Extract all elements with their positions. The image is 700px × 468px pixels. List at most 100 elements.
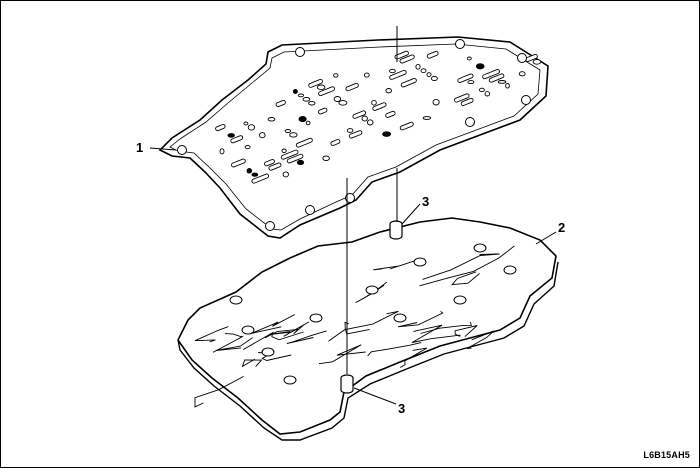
plate-bolt-hole (465, 117, 475, 127)
valve-body-bore (393, 313, 407, 323)
plate-slot (385, 110, 396, 118)
plate-hole (466, 56, 472, 61)
plate-hole (382, 131, 392, 137)
plate-slot (352, 110, 367, 119)
plate-hole (297, 93, 305, 98)
plate-hole (259, 132, 266, 139)
figure-code: L6B15AH5 (643, 450, 690, 460)
plate-hole (371, 99, 377, 106)
plate-hole (289, 132, 298, 138)
plate-slot (215, 124, 226, 132)
plate-hole (292, 89, 298, 94)
plate-slot (488, 73, 505, 83)
plate-hole (246, 168, 253, 174)
callout-3-upper: 3 (422, 194, 429, 209)
valve-body-channel (264, 325, 304, 339)
valve-body-channel (367, 342, 422, 357)
plate-hole (363, 72, 370, 78)
plate-hole (243, 121, 249, 126)
plate-slot (394, 50, 409, 60)
valve-body-bore (453, 295, 467, 305)
plate-hole (426, 72, 432, 77)
callout-1: 1 (136, 140, 143, 155)
plate-slot (457, 73, 474, 83)
separator-plate (158, 36, 549, 239)
plate-slot (372, 102, 387, 111)
plate-hole (282, 171, 289, 178)
plate-slot (318, 86, 335, 97)
valve-body-channel (419, 245, 515, 287)
valve-body-channel (373, 260, 415, 271)
plate-slot (345, 82, 359, 92)
check-ball-upper (389, 220, 403, 240)
plate-bolt-hole (455, 39, 465, 49)
plate-hole (227, 133, 235, 138)
plate-hole (366, 119, 374, 126)
plate-hole (267, 117, 276, 122)
valve-body-bore (503, 265, 517, 275)
valve-body-channel (269, 321, 310, 337)
plate-hole (338, 100, 348, 106)
valve-body-channel (411, 324, 461, 343)
valve-body-channel (454, 325, 478, 337)
plate-hole (333, 96, 342, 102)
valve-body-lower-edge (177, 261, 559, 441)
plate-hole (415, 63, 421, 70)
plate-hole (467, 80, 475, 85)
plate-holes (177, 39, 542, 231)
valve-body-bore (365, 285, 379, 295)
plate-bolt-hole (265, 221, 275, 231)
plate-hole (305, 120, 311, 126)
plate-slot (348, 130, 363, 139)
plate-slot (399, 121, 414, 131)
callout-2: 2 (558, 220, 565, 235)
plate-hole (475, 63, 485, 70)
plate-hole (316, 84, 326, 91)
valve-body-channel (215, 337, 253, 351)
plate-hole (484, 91, 491, 97)
valve-body-channel (251, 314, 296, 334)
plate-hole (302, 96, 311, 102)
plate-hole (430, 75, 438, 82)
valve-body-bore (413, 257, 427, 267)
plate-bolt-hole (177, 145, 187, 155)
plate-slot (389, 69, 407, 80)
valve-body-channel (466, 330, 495, 349)
valve-body-channel (286, 330, 327, 344)
valve-body-bore (309, 313, 323, 323)
plate-hole (505, 83, 510, 89)
plate-hole (420, 68, 427, 74)
plate-hole (281, 148, 287, 154)
plate-hole (385, 88, 392, 94)
plate-hole (389, 68, 396, 74)
plate-slot (264, 159, 275, 167)
plate-hole (361, 115, 368, 122)
valve-body-channel (451, 271, 480, 286)
plate-slot (251, 173, 270, 184)
valve-body-channel (328, 310, 399, 342)
plate-hole (518, 71, 526, 77)
plate-bolt-hole (521, 95, 531, 105)
valve-body-channel (420, 321, 472, 334)
valve-body-channel (242, 331, 304, 350)
plate-slot (400, 78, 417, 88)
valve-body-channel (194, 376, 244, 408)
plate-hole (298, 116, 307, 123)
plate-hole (284, 129, 292, 133)
valve-body-channel (422, 253, 500, 280)
plate-slot (295, 137, 313, 148)
valve-body-channel (399, 347, 428, 368)
plate-bolt-hole (345, 193, 355, 203)
leader-line-3-upper (401, 203, 421, 225)
valve-body-bore (283, 375, 297, 385)
plate-hole (478, 87, 485, 93)
plate-slot (318, 107, 328, 115)
valve-body-bore (473, 243, 487, 253)
valve-body-channel (398, 310, 444, 328)
valve-body-channel (194, 326, 229, 343)
valve-body-channel (344, 321, 370, 335)
valve-body-outline (177, 217, 557, 435)
valve-body-bore (229, 295, 243, 305)
plate-slot (230, 135, 244, 144)
